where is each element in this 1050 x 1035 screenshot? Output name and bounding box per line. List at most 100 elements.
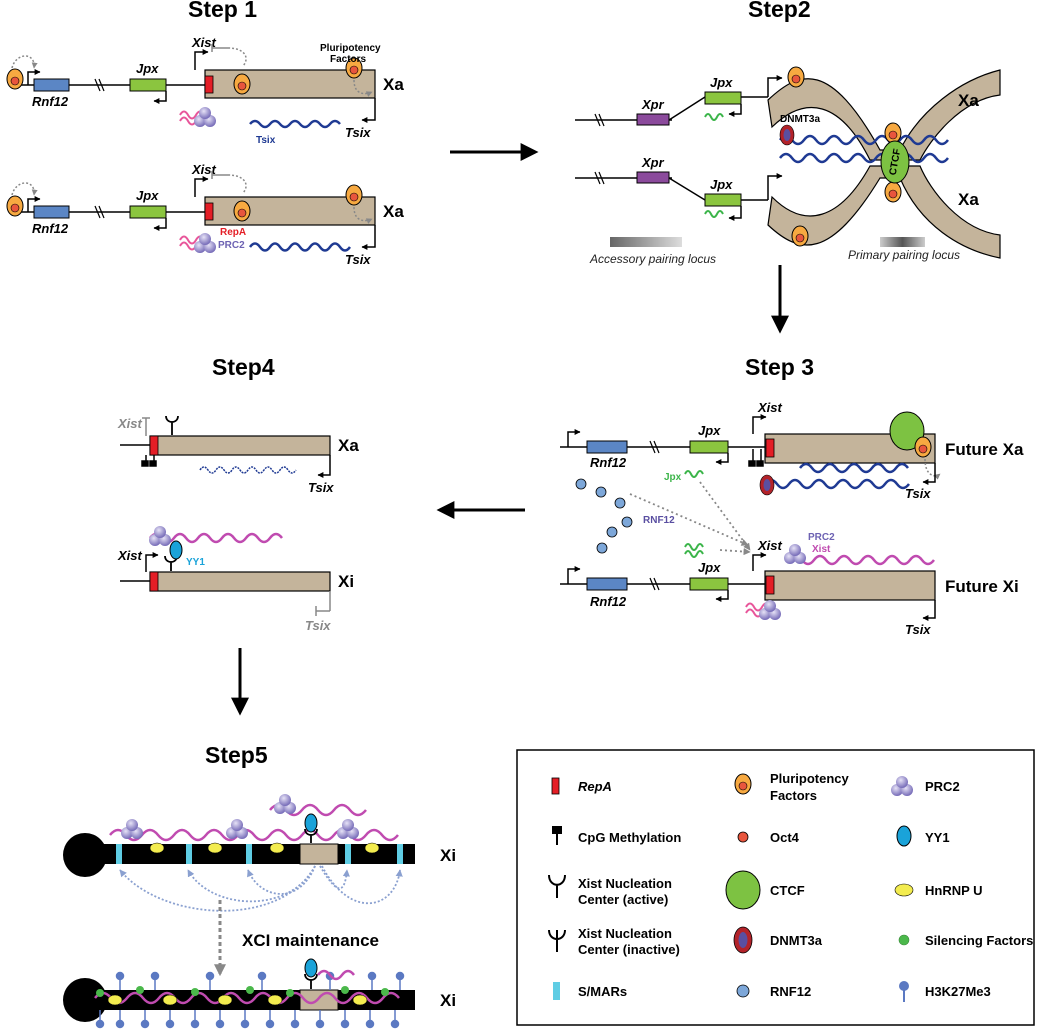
accessory-pairing-label: Accessory pairing locus [589, 252, 716, 266]
yy1-label: YY1 [186, 557, 205, 568]
pluripotency-factor-icon [734, 773, 752, 795]
silencing-factor-icon [898, 934, 910, 946]
tsix-label: Tsix [305, 618, 331, 633]
rnf12-icon [736, 984, 750, 998]
jpx-label: Jpx [136, 61, 159, 76]
xa-label: Xa [383, 202, 404, 221]
spreading-arcs [119, 865, 403, 912]
step3-title: Step 3 [745, 354, 814, 380]
nucleation-center-inactive-icon [165, 415, 179, 435]
step4-title: Step4 [212, 354, 275, 380]
rnf12-label: Rnf12 [590, 455, 627, 470]
step1-title: Step 1 [188, 0, 257, 22]
prc2-complex [226, 819, 248, 839]
xi-label: Xi [440, 846, 456, 865]
tsix-rna [779, 134, 949, 146]
jpx-rna-label: Jpx [664, 472, 682, 483]
xist-rna [149, 532, 283, 544]
pluripotency-factor [884, 181, 902, 203]
primary-pairing-bar [880, 237, 925, 247]
jpx-gene [689, 440, 729, 454]
rnf12-gene [33, 78, 70, 92]
rnf12-label: Rnf12 [590, 594, 627, 609]
ctcf [889, 411, 925, 451]
jpx-label: Jpx [710, 75, 733, 90]
xist-label: Xist [191, 35, 217, 50]
x-chromosome-bar [204, 69, 376, 99]
legend-label: Silencing Factors [925, 933, 1033, 948]
xi-label: Xi [440, 991, 456, 1010]
jpx-gene [129, 205, 167, 219]
repa-region [149, 571, 159, 592]
repa-region [204, 202, 214, 221]
step1-top-locus: Rnf12 Jpx Xist Pluripotency Factors Xa T… [6, 35, 404, 146]
tsix-label: Tsix [308, 480, 334, 495]
xist-label: Xist [117, 416, 143, 431]
hnrnp-u-ovals [149, 842, 380, 854]
x-chromosome-lower [767, 165, 1001, 259]
rnf12-label: Rnf12 [32, 221, 69, 236]
xpr-label: Xpr [641, 155, 665, 170]
tsix-label: Tsix [905, 486, 931, 501]
step4-panel: Step4 Xist Xa Tsix Xist YY1 Xi Tsix [117, 354, 359, 633]
prc2-complex [337, 819, 359, 839]
repa-region [765, 575, 775, 595]
yy1-icon [896, 825, 912, 847]
pluripotency-label-1: Pluripotency [320, 43, 381, 54]
rnf12-label: Rnf12 [32, 94, 69, 109]
jpx-gene [704, 193, 742, 207]
legend-label: CpG Methylation [578, 830, 681, 845]
h3k27me3-icon [899, 981, 909, 1002]
pluripotency-factor [6, 195, 24, 217]
legend-label: HnRNP U [925, 883, 983, 898]
xpr-locus [636, 171, 670, 184]
nucleation-center-active-icon [548, 874, 566, 898]
ctcf-icon [725, 870, 761, 910]
pluripotency-factor [233, 200, 251, 222]
xa-label: Xa [383, 75, 404, 94]
rnf12-gene [33, 205, 70, 219]
legend-label: Center (active) [578, 892, 668, 907]
jpx-gene [129, 78, 167, 92]
legend-label: S/MARs [578, 984, 627, 999]
xa-label: Xa [338, 436, 359, 455]
smar-icon [553, 982, 560, 1000]
xist-label: Xist [117, 548, 143, 563]
rnf12-protein-cluster [575, 478, 633, 554]
xist-label: Xist [757, 400, 783, 415]
step1-panel: Step 1 Rnf12 Jpx Xist Pluripotency Facto… [6, 0, 404, 267]
yy1 [169, 540, 183, 560]
pluripotency-factor [791, 225, 809, 247]
rnf12-gene [586, 440, 628, 454]
smar-bars [116, 844, 403, 864]
yy1 [304, 958, 318, 978]
pluripotency-factor [233, 73, 251, 95]
future-xi-label: Future Xi [945, 577, 1019, 596]
repa-region [765, 438, 775, 458]
jpx-gene [689, 577, 729, 591]
legend-label: H3K27Me3 [925, 984, 991, 999]
legend-label: Factors [770, 788, 817, 803]
jpx-label: Jpx [710, 177, 733, 192]
silencing-factors [96, 986, 389, 997]
legend-label: YY1 [925, 830, 950, 845]
legend-label: RNF12 [770, 984, 811, 999]
step5-title: Step5 [205, 742, 268, 768]
xist-rna [789, 554, 935, 566]
pluripotency-label-2: Factors [330, 54, 367, 65]
x-chromosome-bar [204, 196, 376, 226]
prc2-complex [759, 600, 781, 620]
tsix-rna [249, 119, 341, 129]
legend-label: Pluripotency [770, 771, 850, 786]
jpx-label: Jpx [136, 188, 159, 203]
tsix-rna-weak [199, 466, 297, 474]
prc2-complex [194, 107, 216, 127]
prc2-complex [784, 544, 806, 564]
step1-bottom-locus: Rnf12 Jpx Xist Xa Tsix RepA PRC2 [6, 162, 404, 267]
primary-pairing-label: Primary pairing locus [848, 248, 960, 262]
repa-icon [551, 777, 560, 795]
jpx-rna [704, 113, 724, 121]
prc2-label: PRC2 [808, 532, 835, 543]
legend-label: Oct4 [770, 830, 800, 845]
